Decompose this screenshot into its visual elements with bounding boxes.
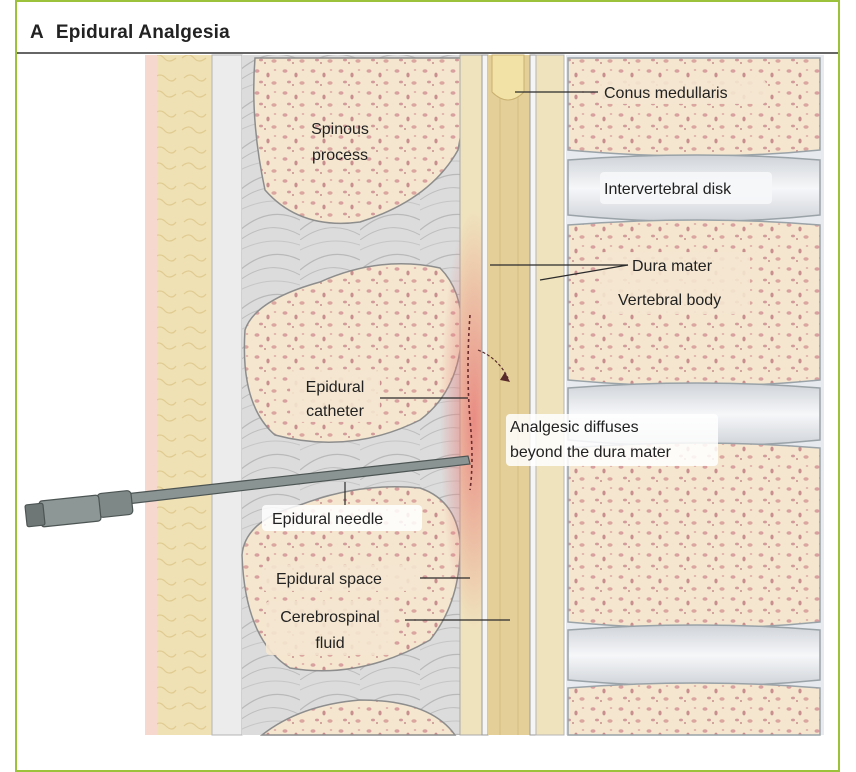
epidural-catheter-label-line2: catheter	[306, 403, 364, 420]
spinous-process-label-line2: process	[312, 147, 368, 164]
dura-mater-line	[482, 55, 488, 735]
epidural-catheter-label-line1: Epidural	[306, 379, 365, 396]
cerebrospinal-fluid-space	[488, 55, 530, 735]
intervertebral-disk-label: Intervertebral disk	[604, 181, 732, 198]
supraspinous-ligament	[212, 55, 242, 735]
cerebrospinal-fluid-label-line1: Cerebrospinal	[280, 609, 380, 626]
vertebral-body-label: Vertebral body	[618, 292, 721, 309]
skin-layer	[145, 55, 157, 735]
vertebral-body-1	[568, 58, 820, 156]
analgesic-diffuses-label-line2: beyond the dura mater	[510, 444, 672, 461]
vertebral-body-3	[568, 443, 820, 628]
posterior-longitudinal-ligament	[536, 55, 564, 735]
vertebral-body-4	[568, 683, 820, 735]
intervertebral-disk-3	[568, 625, 820, 686]
conus-medullaris-label: Conus medullaris	[604, 85, 728, 102]
spinous-process-label-line1: Spinous	[311, 121, 369, 138]
conus-medullaris-shape	[492, 55, 524, 100]
analgesic-diffuses-label-line1: Analgesic diffuses	[510, 419, 639, 436]
epidural-space-label: Epidural space	[276, 571, 382, 588]
epidural-needle-label: Epidural needle	[272, 511, 383, 528]
subcutaneous-fat	[157, 55, 212, 735]
dura-mater-label: Dura mater	[632, 258, 713, 275]
cerebrospinal-fluid-label-line2: fluid	[315, 635, 344, 652]
